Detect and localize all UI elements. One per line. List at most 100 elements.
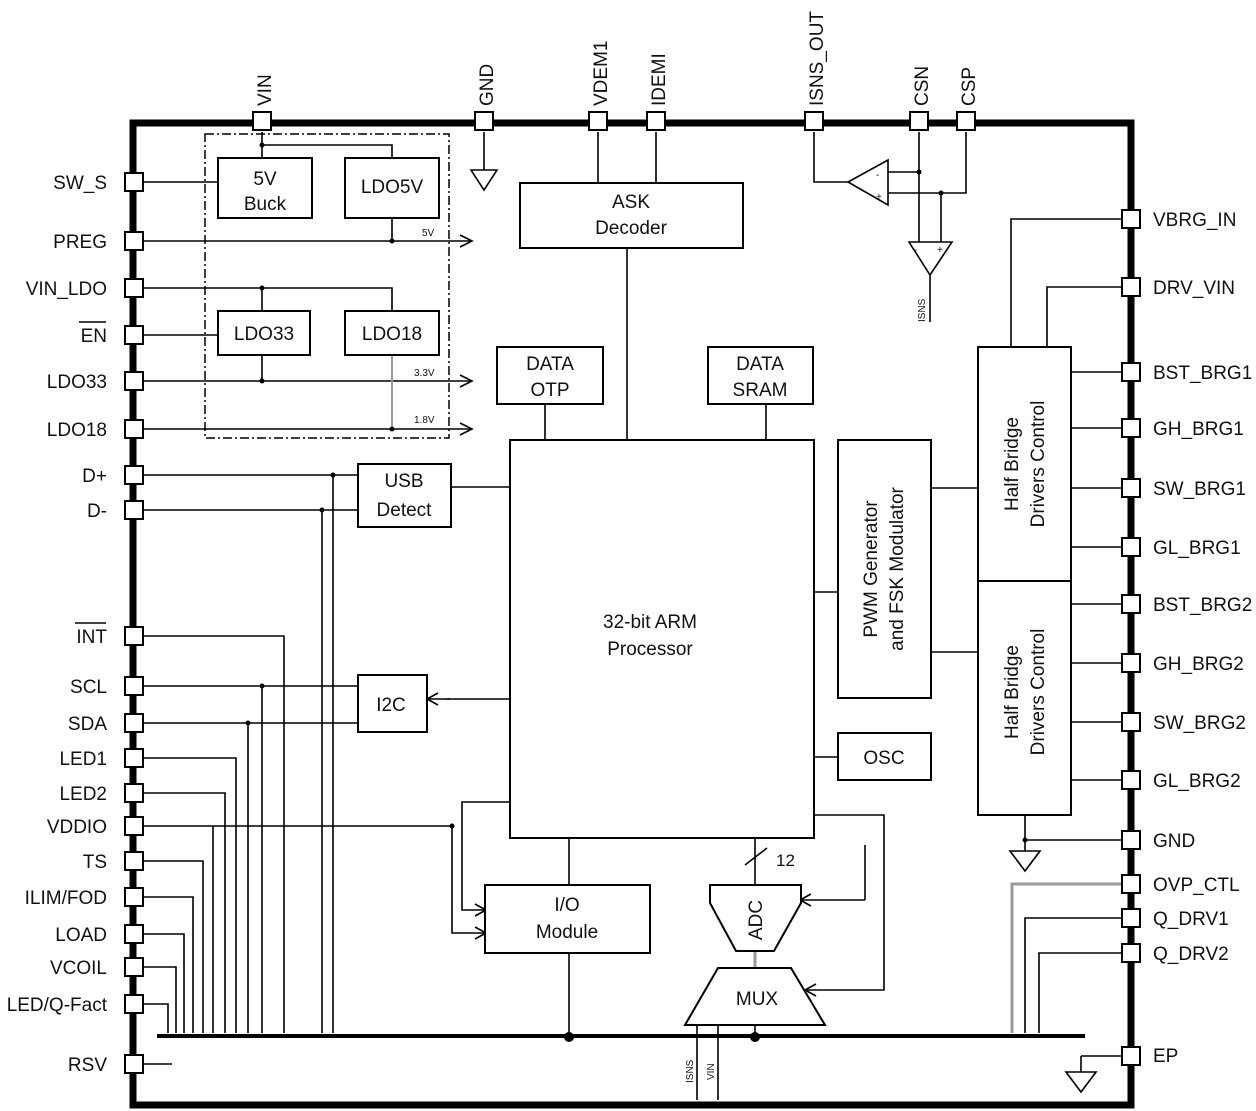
svg-text:USB: USB: [384, 471, 423, 492]
svg-text:5V: 5V: [253, 169, 277, 190]
pin-led2: LED2: [59, 784, 107, 805]
svg-text:-: -: [914, 245, 917, 256]
pin-q-drv2: Q_DRV2: [1153, 944, 1229, 965]
pin-bst-brg2: BST_BRG2: [1153, 595, 1252, 616]
svg-text:Module: Module: [536, 922, 598, 943]
svg-text:12: 12: [776, 851, 795, 870]
block-pwm-generator: PWM Generator and FSK Modulator: [837, 439, 932, 699]
top-pin-labels: VIN GND VDEM1 IDEMI ISNS_OUT CSN CSP: [255, 11, 980, 106]
pin-ldo33: LDO33: [47, 372, 107, 393]
svg-text:Half Bridge: Half Bridge: [1002, 417, 1023, 511]
pin-sw-s: SW_S: [53, 173, 107, 194]
wires: [143, 132, 1122, 1100]
pin-load: LOAD: [55, 925, 107, 946]
svg-text:+: +: [876, 192, 882, 203]
svg-text:DATA: DATA: [736, 354, 784, 375]
pin-sw-brg2: SW_BRG2: [1153, 713, 1246, 734]
pin-gh-brg2: GH_BRG2: [1153, 654, 1244, 675]
svg-text:5V: 5V: [422, 228, 435, 239]
svg-text:MUX: MUX: [736, 989, 779, 1010]
pin-idem1: IDEMI: [649, 53, 670, 106]
svg-text:LDO18: LDO18: [362, 324, 422, 345]
ground-symbol: [469, 169, 1098, 1094]
pin-ts: TS: [83, 852, 107, 873]
pin-csn: CSN: [912, 66, 933, 106]
svg-text:I2C: I2C: [376, 695, 406, 716]
svg-text:ISNS: ISNS: [917, 298, 928, 322]
pin-drv-vin: DRV_VIN: [1153, 278, 1235, 299]
pin-vcoil: VCOIL: [50, 958, 107, 979]
svg-text:ADC: ADC: [746, 900, 767, 940]
block-arm-processor: 32-bit ARM Processor: [509, 439, 815, 839]
pin-scl: SCL: [70, 677, 107, 698]
power-region: [204, 133, 450, 439]
pin-int: INT: [76, 627, 107, 648]
pin-gnd-right: GND: [1153, 831, 1195, 852]
pin-isns-out: ISNS_OUT: [807, 11, 828, 106]
pin-dplus: D+: [82, 466, 107, 487]
svg-text:PWM Generator: PWM Generator: [861, 500, 882, 638]
svg-text:-: -: [876, 170, 879, 181]
left-pin-labels: SW_S PREG VIN_LDO EN LDO33 LDO18 D+ D- I…: [7, 173, 108, 1076]
pin-led1: LED1: [59, 749, 107, 770]
svg-text:DATA: DATA: [526, 354, 574, 375]
svg-text:OSC: OSC: [863, 748, 904, 769]
block-half-bridge-2: Half Bridge Drivers Control: [977, 580, 1072, 816]
pin-vin: VIN: [255, 74, 276, 106]
svg-text:LDO5V: LDO5V: [361, 177, 424, 198]
block-ask-decoder: ASK Decoder: [519, 182, 744, 249]
svg-text:Drivers Control: Drivers Control: [1028, 629, 1049, 756]
svg-text:32-bit ARM: 32-bit ARM: [603, 612, 697, 633]
block-half-bridge-1: Half Bridge Drivers Control: [977, 346, 1072, 582]
block-ldo18: LDO18: [344, 310, 440, 356]
block-ldo33: LDO33: [217, 310, 311, 356]
svg-text:Drivers Control: Drivers Control: [1028, 401, 1049, 528]
svg-text:VIN: VIN: [706, 1063, 717, 1080]
svg-text:ISNS: ISNS: [685, 1059, 696, 1083]
pin-dminus: D-: [87, 501, 107, 522]
svg-text:Decoder: Decoder: [595, 218, 667, 239]
svg-text:Buck: Buck: [244, 194, 287, 215]
block-5v-buck: 5V Buck: [217, 157, 313, 219]
block-i2c: I2C: [357, 674, 428, 733]
block-osc: OSC: [837, 732, 932, 781]
voltage-labels: 5V 3.3V 1.8V 12 ISNS ISNS VIN: [414, 228, 928, 1083]
current-sense-amplifier: [846, 158, 954, 277]
pin-gl-brg1: GL_BRG1: [1153, 538, 1241, 559]
svg-text:Detect: Detect: [377, 500, 433, 521]
pin-rsv: RSV: [68, 1055, 107, 1076]
junctions: [245, 142, 1028, 1042]
block-usb-detect: USB Detect: [357, 463, 452, 528]
pin-squares: [124, 111, 1141, 1074]
svg-text:Processor: Processor: [607, 639, 693, 660]
pin-led-q-fact: LED/Q-Fact: [7, 995, 108, 1016]
pin-gh-brg1: GH_BRG1: [1153, 419, 1244, 440]
svg-text:ASK: ASK: [612, 192, 650, 213]
block-mux: MUX: [683, 967, 827, 1026]
block-io-module: I/O Module: [484, 884, 651, 954]
pin-ovp-ctl: OVP_CTL: [1153, 875, 1240, 896]
svg-text:SRAM: SRAM: [733, 380, 788, 401]
pin-q-drv1: Q_DRV1: [1153, 909, 1229, 930]
pin-bst-brg1: BST_BRG1: [1153, 363, 1252, 384]
pin-sw-brg1: SW_BRG1: [1153, 479, 1246, 500]
right-pin-labels: VBRG_IN DRV_VIN BST_BRG1 GH_BRG1 SW_BRG1…: [1153, 210, 1252, 1067]
pin-sda: SDA: [68, 714, 107, 735]
pin-vddio: VDDIO: [47, 817, 107, 838]
svg-text:LDO33: LDO33: [234, 324, 294, 345]
pin-gl-brg2: GL_BRG2: [1153, 771, 1241, 792]
pin-en: EN: [81, 326, 107, 347]
block-adc: ADC: [709, 884, 802, 952]
svg-text:and FSK Modulator: and FSK Modulator: [887, 486, 908, 650]
pin-ep: EP: [1153, 1046, 1178, 1067]
svg-text:1.8V: 1.8V: [414, 415, 435, 426]
pin-preg: PREG: [53, 232, 107, 253]
svg-text:I/O: I/O: [554, 895, 579, 916]
svg-text:Half Bridge: Half Bridge: [1002, 645, 1023, 739]
block-data-sram: DATA SRAM: [707, 346, 814, 405]
svg-text:OTP: OTP: [530, 380, 569, 401]
pin-vdem1: VDEM1: [591, 41, 612, 106]
svg-text:3.3V: 3.3V: [414, 368, 435, 379]
block-ldo5v: LDO5V: [344, 157, 440, 219]
